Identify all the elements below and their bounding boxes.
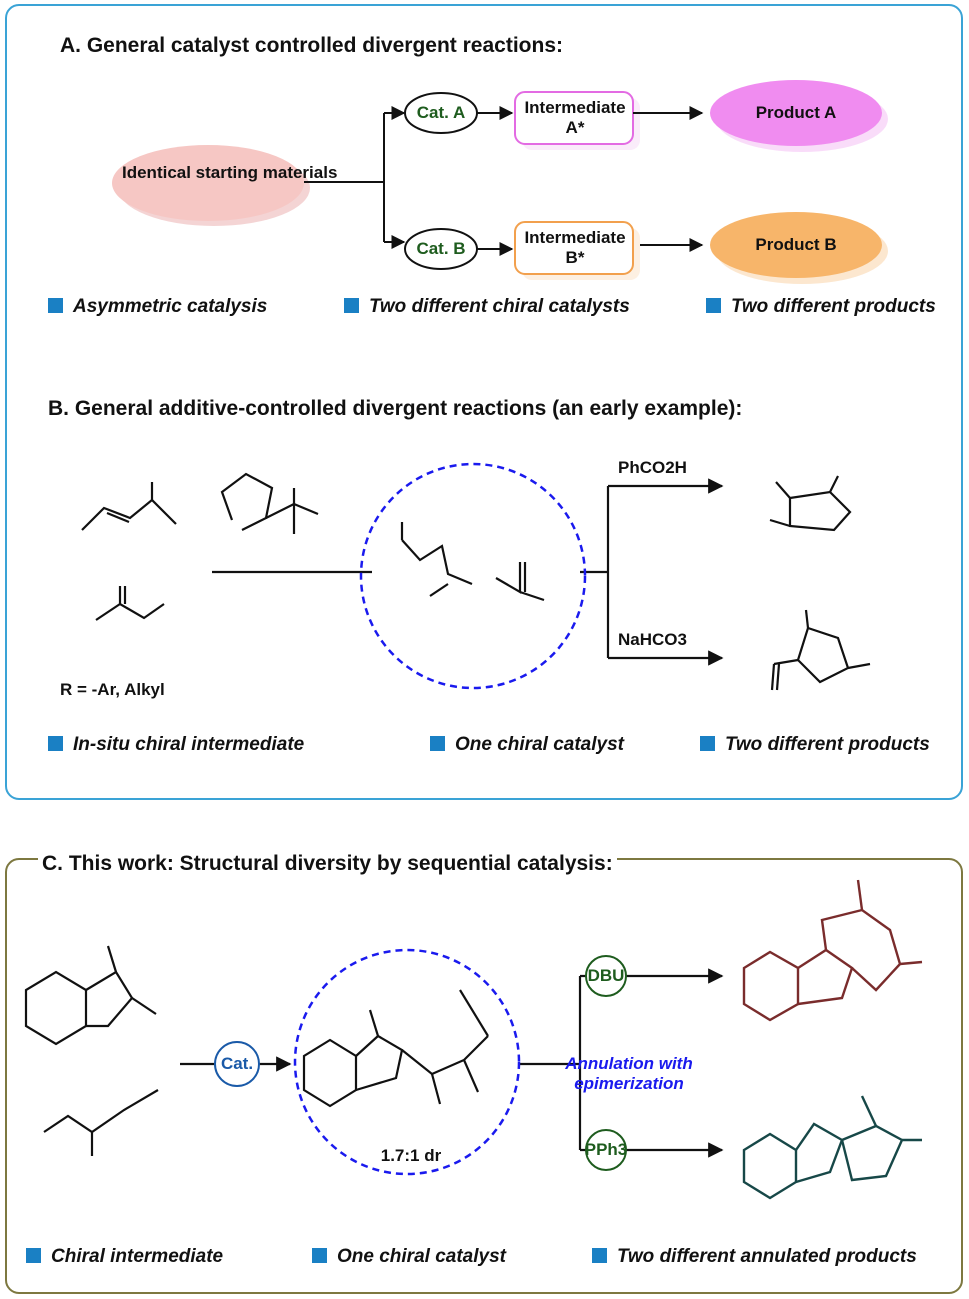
r-definition: R = -Ar, Alkyl	[60, 680, 165, 699]
pph3-circle	[585, 1129, 627, 1171]
start-label: Identical starting materials	[122, 163, 338, 182]
additive-top: PhCO2H	[618, 458, 687, 477]
dr-label: 1.7:1 dr	[380, 1146, 442, 1165]
product-red-structure	[742, 879, 923, 1022]
dbu-circle	[585, 955, 627, 997]
product-teal-structure	[742, 1095, 922, 1200]
bullet-a-2: Two different chiral catalysts	[344, 296, 630, 318]
bullet-a-1: Asymmetric catalysis	[48, 296, 267, 318]
bullet-b-2: One chiral catalyst	[430, 734, 624, 756]
bullet-c-1: Chiral intermediate	[26, 1246, 223, 1268]
bullet-b-3: Two different products	[700, 734, 930, 756]
additive-bottom: NaHCO3	[618, 630, 687, 649]
intermediate-b-label: Intermediate B*	[524, 228, 626, 267]
cat-c-circle	[214, 1041, 260, 1087]
panel-ab	[5, 4, 963, 800]
section-b-structures	[81, 472, 871, 691]
bullet-c-3: Two different annulated products	[592, 1246, 917, 1268]
bullet-a-3: Two different products	[706, 296, 936, 318]
bullet-b-1: In-situ chiral intermediate	[48, 734, 304, 756]
pph3-label: PPh3	[584, 1140, 628, 1159]
intermediate-a-label: Intermediate A*	[524, 98, 626, 137]
start-ellipse	[112, 145, 304, 221]
intermediate-c-circle	[293, 948, 521, 1176]
cat-b-label: Cat. B	[416, 239, 466, 258]
section-a-title: A. General catalyst controlled divergent…	[60, 34, 563, 57]
section-b-title: B. General additive-controlled divergent…	[48, 397, 743, 420]
annulation-label: Annulation with epimerization	[565, 1054, 693, 1093]
product-a-ellipse	[710, 80, 882, 146]
intermediate-b-box	[514, 221, 634, 275]
dbu-label: DBU	[587, 966, 625, 985]
cat-c-label: Cat.	[220, 1054, 254, 1073]
product-b-label: Product B	[755, 235, 837, 254]
cat-a-label: Cat. A	[416, 103, 466, 122]
product-b-ellipse	[710, 212, 882, 278]
intermediate-a-box	[514, 91, 634, 145]
section-c-title: C. This work: Structural diversity by se…	[38, 852, 617, 876]
product-a-label: Product A	[755, 103, 837, 122]
section-a-flow	[112, 80, 888, 284]
bullet-c-2: One chiral catalyst	[312, 1246, 506, 1268]
intermediate-b-circle	[359, 462, 587, 690]
